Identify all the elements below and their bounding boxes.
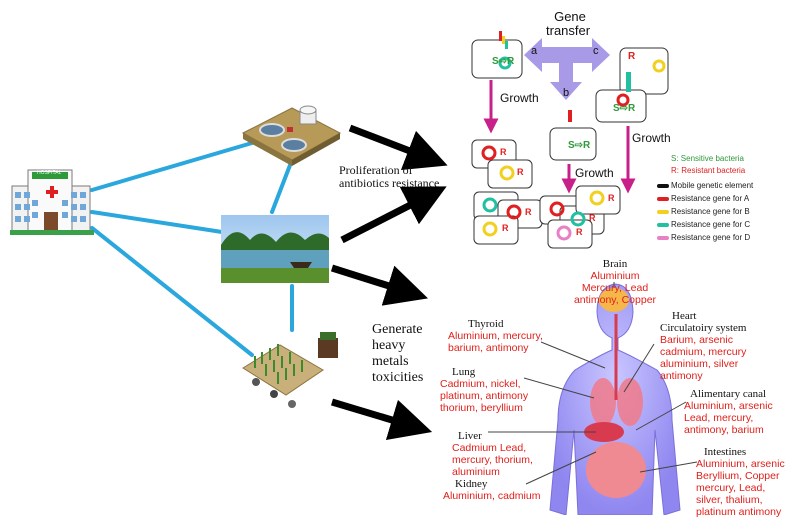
r-label-2: R <box>517 167 524 177</box>
proliferation-line-2: antibiotics resistance <box>339 175 440 190</box>
human-body-illustration <box>549 283 681 515</box>
proliferation-line-1: Proliferation of <box>339 163 413 177</box>
hospital-sign: HOSPITAL <box>37 170 62 176</box>
s-to-r-label-right: S⇨R <box>613 103 636 114</box>
legend-resistant: R: Resistant bacteria <box>671 166 746 175</box>
intestines-organ <box>586 442 646 498</box>
gene-transfer-arrows <box>524 38 610 100</box>
generate-line-4: toxicities <box>372 370 424 386</box>
agriculture-field-icon <box>242 332 338 408</box>
flow-arrows <box>330 124 448 441</box>
r-label-3: R <box>525 207 532 217</box>
growth-label-1: Growth <box>500 91 539 105</box>
kidney-label: Kidney Aluminium, cadmium <box>443 478 541 502</box>
generate-line-1: Generate <box>372 322 423 337</box>
legend-gene-a: Resistance gene for A <box>671 194 750 203</box>
gene-transfer-title: Gene transfer <box>546 9 591 38</box>
label-c: c <box>593 45 599 57</box>
intestines-label: Intestines Aluminium, arsenic Beryllium,… <box>696 446 785 518</box>
r-label-4: R <box>502 223 509 233</box>
organ-pointer-lines <box>488 282 698 485</box>
alimentary-canal-label: Alimentary canal Aluminium, arsenic Lead… <box>684 388 773 437</box>
generate-line-3: metals <box>372 354 409 370</box>
wastewater-plant-icon <box>241 105 342 166</box>
lungs-organ <box>590 378 616 426</box>
generate-line-2: heavy <box>372 338 406 354</box>
growth-label-3: Growth <box>632 131 671 145</box>
s-to-r-label-a: S⇨R <box>492 56 515 67</box>
lung-label: Lung Cadmium, nickel, platinum, antimony… <box>440 366 529 415</box>
liver-label: Liver Cadmium Lead, mercury, thorium, al… <box>452 430 533 479</box>
generate-toxicities-label: Generate heavy metals toxicities <box>372 322 423 386</box>
legend-sensitive: S: Sensitive bacteria <box>671 154 744 163</box>
lake-environment-image <box>221 215 329 283</box>
r-label-6: R <box>608 193 615 203</box>
liver-organ <box>584 422 624 442</box>
legend-mobile: Mobile genetic element <box>671 181 754 190</box>
label-b: b <box>563 87 570 99</box>
proliferation-label: Proliferation of antibiotics resistance <box>339 164 439 189</box>
legend-swatches <box>657 184 669 240</box>
label-a: a <box>531 45 538 57</box>
r-label-c: R <box>628 51 636 62</box>
r-label-1: R <box>500 147 507 157</box>
r-label-7: R <box>576 227 583 237</box>
recipient-cell-b <box>549 127 597 161</box>
hospital-icon <box>10 169 94 235</box>
heart-label: Heart Circulatoiry system Barium, arseni… <box>660 310 747 383</box>
donor-cell <box>471 39 523 79</box>
thyroid-label: Thyroid Aluminium, mercury, barium, anti… <box>448 318 543 355</box>
s-to-r-label-b: S⇨R <box>568 140 591 151</box>
brain-label: Brain Aluminium Mercury, Lead antimony, … <box>573 258 657 307</box>
growth-label-2: Growth <box>575 166 614 180</box>
legend-gene-d: Resistance gene for D <box>671 233 751 242</box>
r-label-5: R <box>589 213 596 223</box>
hospital-connection-lines <box>90 141 294 357</box>
legend-gene-b: Resistance gene for B <box>671 207 750 216</box>
brain-organ <box>599 288 629 312</box>
gene-transfer-panel <box>471 31 669 249</box>
legend-gene-c: Resistance gene for C <box>671 220 751 229</box>
